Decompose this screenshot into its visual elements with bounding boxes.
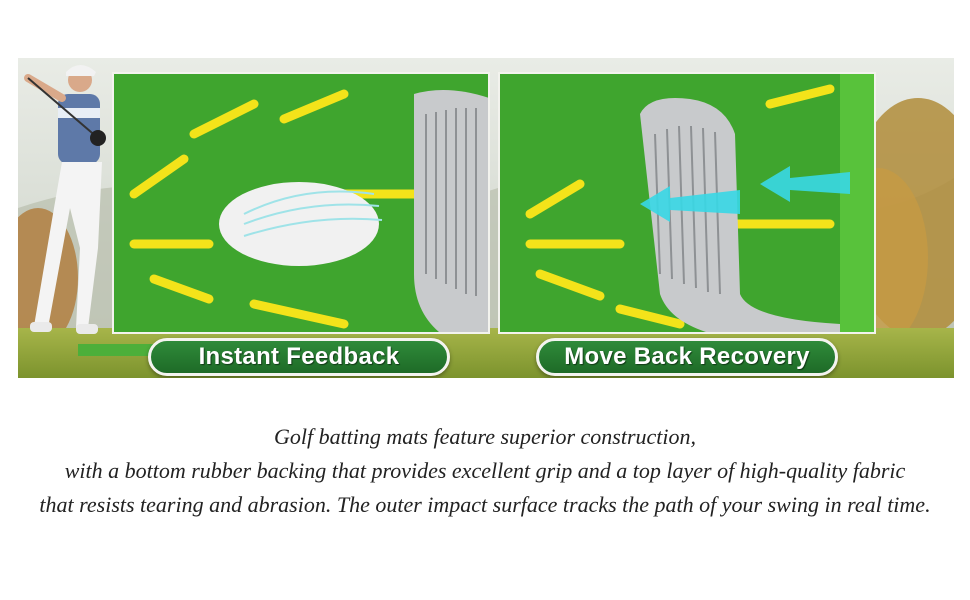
turf-impact-illustration xyxy=(114,74,488,332)
move-back-recovery-panel xyxy=(498,72,876,334)
caption-line-1: Golf batting mats feature superior const… xyxy=(273,424,697,449)
golfer-figure xyxy=(24,65,106,334)
arrow-left-icon xyxy=(640,166,850,222)
move-back-recovery-label: Move Back Recovery xyxy=(536,338,838,376)
caption-line-3: that resists tearing and abrasion. The o… xyxy=(39,492,931,517)
instant-feedback-label: Instant Feedback xyxy=(148,338,450,376)
product-scene: Instant Feedback Move Back Recovery xyxy=(18,58,954,378)
move-back-recovery-text: Move Back Recovery xyxy=(564,343,810,370)
instant-feedback-panel xyxy=(112,72,490,334)
instant-feedback-text: Instant Feedback xyxy=(198,343,400,370)
turf-recovery-illustration xyxy=(500,74,874,332)
product-description: Golf batting mats feature superior const… xyxy=(0,420,970,522)
caption-line-2: with a bottom rubber backing that provid… xyxy=(64,458,906,483)
